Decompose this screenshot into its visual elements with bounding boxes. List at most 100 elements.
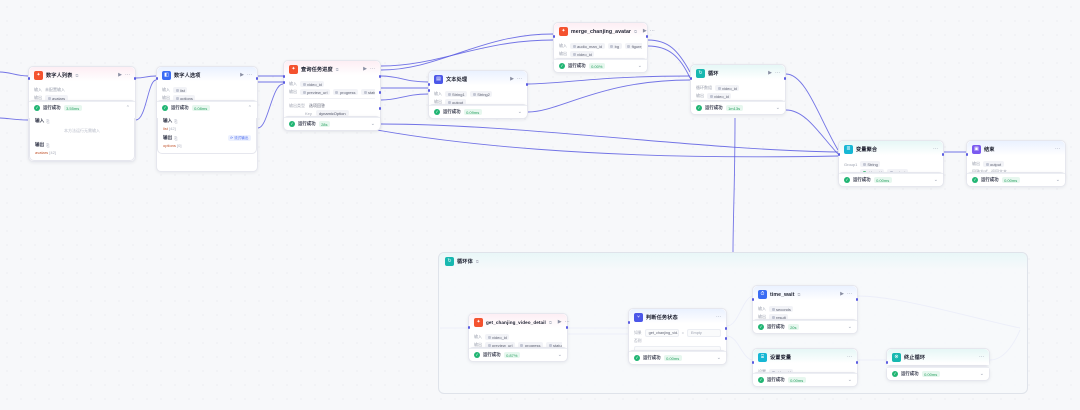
node-loop[interactable]: ↻ 循环 ▶ ··· 循环数组 video_id 输出 video_id [689,64,787,104]
node-more-icon[interactable]: ··· [716,314,721,320]
run-node-icon[interactable]: ▶ [240,72,244,78]
node-more-icon[interactable]: ··· [847,354,852,360]
node-end-result[interactable]: ✓ 运行成功 0.00ms ⌄ [966,172,1066,187]
expand-caret-icon[interactable]: ⌄ [847,323,852,330]
node-header[interactable]: ▣ 结束 ··· [967,141,1065,157]
output-port[interactable] [941,153,945,156]
input-port[interactable] [552,35,556,38]
run-status-bar[interactable]: ✓ 运行成功 0.08ms ⌃ [157,101,257,114]
node-header[interactable]: ▤ 文本处理 ▶ ··· [429,71,527,87]
run-status-bar[interactable]: ✓ 运行成功 0.09ms ⌄ [429,105,527,118]
input-port[interactable] [27,77,31,80]
run-node-icon[interactable]: ▶ [768,70,772,76]
node-digital-human-options-result[interactable]: ✓ 运行成功 0.08ms ⌃ 输入 ⎘ list [42] 输出 ⎘ [156,100,258,172]
collapse-caret-icon[interactable]: ⌃ [247,104,252,111]
run-status-bar[interactable]: ✓ 运行成功 28s ⌄ [284,117,380,130]
input-port-2[interactable] [427,89,431,92]
input-port[interactable] [837,153,841,156]
input-port[interactable] [965,153,969,156]
run-status-bar[interactable]: ✓ 运行成功 3.55ms ⌃ [29,101,135,114]
copy-icon[interactable]: ⎘ [174,135,178,141]
expand-caret-icon[interactable]: ⌄ [933,176,938,183]
output-port[interactable] [855,361,859,364]
node-header[interactable]: ⊗ 终止循环 ··· [887,349,989,365]
node-digital-human-list-result[interactable]: ✓ 运行成功 3.55ms ⌃ 输入 ⎘ 本方法运行无需输入 输出 ⎘ avat… [28,100,136,162]
node-more-icon[interactable]: ··· [370,66,375,72]
run-status-bar[interactable]: ✓ 运行成功 0.00% ⌄ [554,59,647,72]
input-port[interactable] [751,361,755,364]
run-node-icon[interactable]: ▶ [118,72,122,78]
node-header[interactable]: ⌸ 设置变量 ··· [753,349,857,365]
input-port[interactable] [689,77,693,80]
node-set-variable-result[interactable]: ✓ 运行成功 0.00ms ⌄ [752,372,858,387]
node-more-icon[interactable]: ··· [933,146,938,152]
copy-icon[interactable]: ⎘ [46,118,50,124]
output-port[interactable] [565,326,569,329]
node-judge-task-status[interactable]: ⑂ 判断任务状态 ··· 如果 get_chanjing_vid… = Empt… [627,308,728,358]
output-port[interactable] [783,77,787,80]
expand-caret-icon[interactable]: ⌄ [775,104,780,111]
expand-caret-icon[interactable]: ⌄ [517,108,522,115]
node-more-icon[interactable]: ··· [564,319,570,325]
output-port-3[interactable] [378,107,382,110]
input-port[interactable] [885,361,889,364]
node-header[interactable]: ≣ 变量聚合 ··· [839,141,943,157]
run-node-icon[interactable]: ▶ [840,291,844,297]
node-header[interactable]: ↻ 循环 ▶ ··· [691,65,785,81]
node-time-wait-result[interactable]: ✓ 运行成功 20s ⌄ [752,319,858,334]
node-more-icon[interactable]: ··· [979,354,984,360]
run-status-bar[interactable]: ✓ 运行成功 0.00ms ⌄ [839,173,943,186]
run-node-icon[interactable]: ▶ [557,319,562,325]
expand-caret-icon[interactable]: ⌄ [847,376,852,383]
expand-caret-icon[interactable]: ⌄ [1055,176,1060,183]
expand-caret-icon[interactable]: ⌄ [557,351,562,358]
condition-value[interactable]: Empty [687,329,721,337]
run-node-icon[interactable]: ▶ [642,28,647,34]
output-port[interactable] [645,35,649,38]
collapse-caret-icon[interactable]: ⌃ [125,104,130,111]
run-node-icon[interactable]: ▶ [510,76,514,82]
node-text-processing[interactable]: ▤ 文本处理 ▶ ··· 输入 String1 String2 输出 outpu… [427,70,529,110]
run-status-bar[interactable]: ✓ 运行成功 0.00ms ⌄ [753,373,857,386]
output-port[interactable] [378,75,382,78]
node-merge-chanjing-avatar[interactable]: ✦ merge_chanjing_avatar ⧉ ▶ ··· 输入 audio… [552,22,655,62]
node-header[interactable]: ⑂ 判断任务状态 ··· [629,309,726,325]
run-status-bar[interactable]: ✓ 运行成功 20s ⌄ [753,320,857,333]
expand-caret-icon[interactable]: ⌄ [637,62,642,69]
node-variable-aggregation-result[interactable]: ✓ 运行成功 0.00ms ⌄ [838,172,944,187]
node-terminate-loop-result[interactable]: ✓ 运行成功 0.00ms ⌄ [886,366,990,381]
node-more-icon[interactable]: ··· [847,291,852,297]
node-more-icon[interactable]: ··· [775,70,780,76]
expand-caret-icon[interactable]: ⌄ [716,354,721,361]
node-header[interactable]: ✦ merge_chanjing_avatar ⧉ ▶ ··· [554,23,655,39]
loop-body-header[interactable]: ↻ 循环体 ⧉ [439,253,1027,270]
node-get-chanjing-video-detail[interactable]: ✦ get_chanjing_video_detail ⧉ ▶ ··· 输入 v… [467,313,570,353]
node-header[interactable]: ◧ 数字人选项 ▶ ··· [157,67,257,83]
output-port-else[interactable] [724,337,728,340]
node-header[interactable]: ✦ 数字人列表 ⧉ ▶ ··· [29,67,135,83]
expand-caret-icon[interactable]: ⌄ [370,120,375,127]
node-more-icon[interactable]: ··· [517,76,522,82]
input-port[interactable] [427,83,431,86]
copy-icon[interactable]: ⎘ [174,118,178,124]
output-port-true[interactable] [724,327,728,330]
copy-icon[interactable]: ⎘ [46,142,50,148]
node-loop-result[interactable]: ✓ 运行成功 1m13s ⌄ [690,100,786,115]
input-port[interactable] [467,326,471,329]
node-digital-human-options[interactable]: ◧ 数字人选项 ▶ ··· 输入 list 输出 options [155,66,259,106]
input-port[interactable] [282,75,286,78]
input-port[interactable] [627,321,631,324]
node-header[interactable]: ✦ get_chanjing_video_detail ⧉ ▶ ··· [469,314,570,330]
node-more-icon[interactable]: ··· [649,28,655,34]
node-digital-human-list[interactable]: ✦ 数字人列表 ⧉ ▶ ··· 输入 未配置输入 输出 avatars [27,66,137,106]
run-status-bar[interactable]: ✓ 运行成功 0.87% ⌄ [469,348,567,361]
node-text-processing-result[interactable]: ✓ 运行成功 0.09ms ⌄ [428,104,528,119]
condition-operator[interactable]: = [681,331,684,335]
node-header[interactable]: ⏱ time_wait ⧉ ▶ ··· [753,286,857,302]
node-judge-task-status-result[interactable]: ✓ 运行成功 0.00ms ⌄ [628,350,727,365]
node-get-chanjing-video-detail-result[interactable]: ✓ 运行成功 0.87% ⌄ [468,347,568,362]
input-port-2[interactable] [282,81,286,84]
node-merge-chanjing-avatar-result[interactable]: ✓ 运行成功 0.00% ⌄ [553,58,648,73]
node-more-icon[interactable]: ··· [247,72,252,78]
